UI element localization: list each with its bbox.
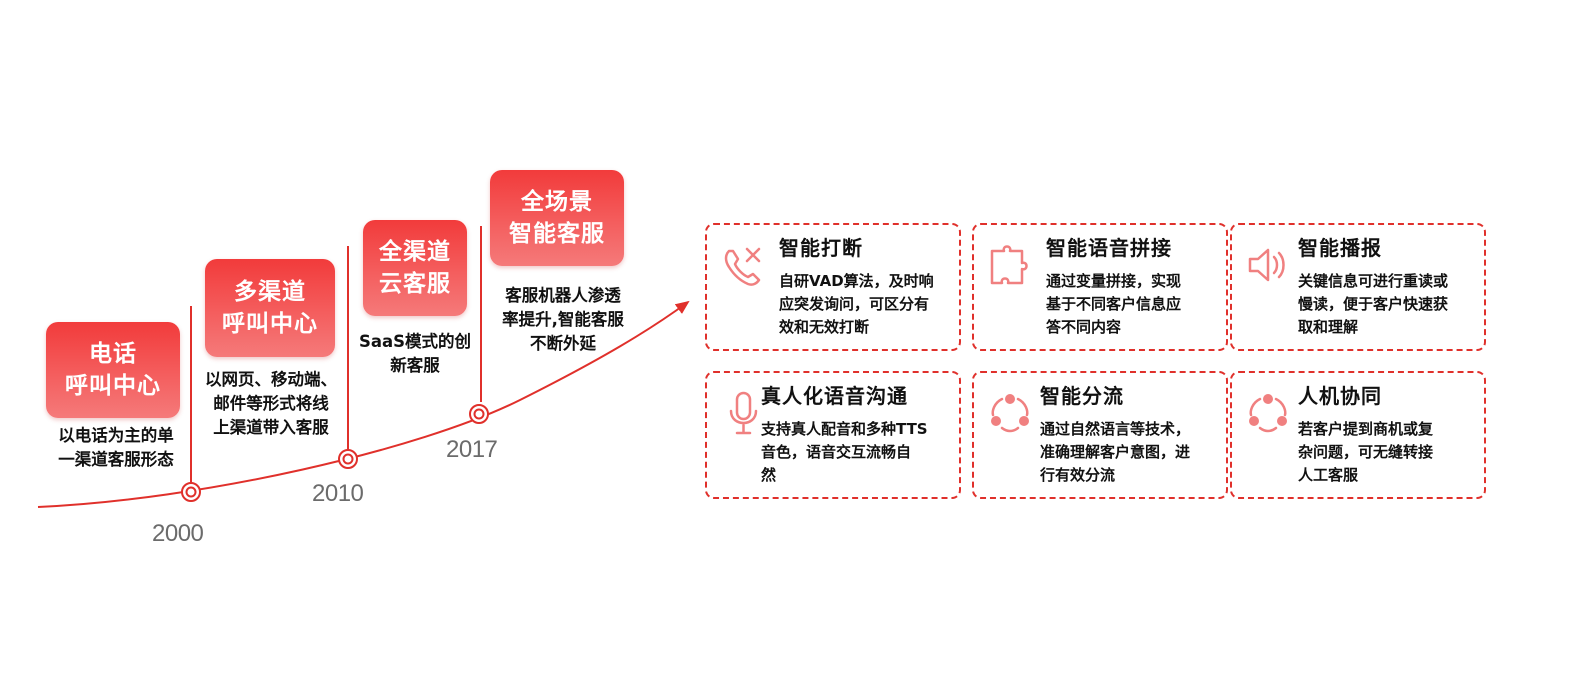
feature-desc-line: 慢读，便于客户快速获 bbox=[1298, 295, 1449, 313]
feature-title: 智能播报 bbox=[1298, 236, 1382, 260]
feature-title: 智能分流 bbox=[1040, 384, 1124, 408]
stage-desc-line: SaaS模式的创 bbox=[358, 332, 472, 351]
stage-desc-line: 新客服 bbox=[390, 356, 440, 375]
feature-card-smart-routing: 智能分流 通过自然语言等技术， 准确理解客户意图，进 行有效分流 bbox=[972, 371, 1228, 499]
stage-title-line: 电话 bbox=[89, 341, 137, 367]
feature-desc-line: 杂问题，可无缝转接 bbox=[1298, 443, 1434, 461]
feature-desc-line: 行有效分流 bbox=[1040, 466, 1116, 484]
share-icon bbox=[984, 385, 1036, 441]
timeline-curve bbox=[37, 300, 690, 508]
feature-card-human-machine: 人机协同 若客户提到商机或复 杂问题，可无缝转接 人工客服 bbox=[1230, 371, 1486, 499]
stage-desc-line: 率提升,智能客服 bbox=[502, 310, 624, 329]
feature-title: 智能语音拼接 bbox=[1046, 236, 1172, 260]
stage-badge-telephone: 电话 呼叫中心 bbox=[46, 322, 180, 418]
stage-title-line: 全场景 bbox=[521, 189, 593, 215]
stage-description: 以网页、移动端、 邮件等形式将线 上渠道带入客服 bbox=[196, 368, 346, 440]
feature-desc-line: 准确理解客户意图，进 bbox=[1040, 443, 1191, 461]
feature-card-human-voice: 真人化语音沟通 支持真人配音和多种TTS 音色，语音交互流畅自 然 bbox=[705, 371, 961, 499]
feature-card-smart-interrupt: 智能打断 自研VAD算法，及时响 应突发询问，可区分有 效和无效打断 bbox=[705, 223, 961, 351]
feature-desc-line: 应突发询问，可区分有 bbox=[779, 295, 930, 313]
stage-description: SaaS模式的创 新客服 bbox=[352, 330, 478, 378]
feature-description: 关键信息可进行重读或 慢读，便于客户快速获 取和理解 bbox=[1298, 270, 1448, 339]
stage-title-line: 多渠道 bbox=[234, 279, 306, 305]
stage-desc-line: 上渠道带入客服 bbox=[213, 418, 329, 437]
speaker-icon bbox=[1242, 237, 1294, 293]
puzzle-icon bbox=[984, 237, 1036, 293]
stage-title-line: 呼叫中心 bbox=[65, 373, 161, 399]
feature-title: 智能打断 bbox=[779, 236, 863, 260]
stage-title-line: 呼叫中心 bbox=[222, 311, 318, 337]
feature-desc-line: 效和无效打断 bbox=[779, 318, 870, 336]
milestone-marker bbox=[338, 449, 358, 469]
feature-card-smart-broadcast: 智能播报 关键信息可进行重读或 慢读，便于客户快速获 取和理解 bbox=[1230, 223, 1486, 351]
milestone-marker bbox=[181, 482, 201, 502]
feature-desc-line: 取和理解 bbox=[1298, 318, 1359, 336]
feature-title: 真人化语音沟通 bbox=[761, 384, 908, 408]
stage-desc-line: 一渠道客服形态 bbox=[58, 450, 174, 469]
stage-title-line: 全渠道 bbox=[379, 239, 451, 265]
feature-desc-line: 自研VAD算法，及时响 bbox=[779, 272, 934, 290]
feature-desc-line: 基于不同客户信息应 bbox=[1046, 295, 1182, 313]
feature-desc-line: 人工客服 bbox=[1298, 466, 1359, 484]
stage-description: 客服机器人渗透 率提升,智能客服 不断外延 bbox=[488, 284, 638, 356]
feature-desc-line: 通过自然语言等技术， bbox=[1040, 420, 1191, 438]
year-label: 2010 bbox=[312, 480, 364, 507]
feature-title: 人机协同 bbox=[1298, 384, 1382, 408]
year-label: 2000 bbox=[152, 520, 204, 547]
feature-description: 通过变量拼接，实现 基于不同客户信息应 答不同内容 bbox=[1046, 270, 1181, 339]
stage-badge-multichannel: 多渠道 呼叫中心 bbox=[205, 259, 335, 357]
feature-desc-line: 通过变量拼接，实现 bbox=[1046, 272, 1182, 290]
year-label: 2017 bbox=[446, 436, 498, 463]
stage-desc-line: 以网页、移动端、 bbox=[205, 370, 337, 389]
feature-description: 支持真人配音和多种TTS 音色，语音交互流畅自 然 bbox=[761, 418, 928, 487]
feature-desc-line: 若客户提到商机或复 bbox=[1298, 420, 1434, 438]
share-icon bbox=[1242, 385, 1294, 441]
milestone-marker bbox=[469, 404, 489, 424]
stage-desc-line: 邮件等形式将线 bbox=[213, 394, 329, 413]
microphone-icon bbox=[717, 385, 769, 441]
stage-desc-line: 客服机器人渗透 bbox=[505, 286, 621, 305]
feature-desc-line: 答不同内容 bbox=[1046, 318, 1122, 336]
feature-description: 自研VAD算法，及时响 应突发询问，可区分有 效和无效打断 bbox=[779, 270, 934, 339]
stage-description: 以电话为主的单 一渠道客服形态 bbox=[36, 424, 196, 472]
phone-cancel-icon bbox=[717, 237, 769, 293]
stage-desc-line: 不断外延 bbox=[530, 334, 596, 353]
stage-title-line: 云客服 bbox=[379, 271, 451, 297]
feature-description: 若客户提到商机或复 杂问题，可无缝转接 人工客服 bbox=[1298, 418, 1433, 487]
feature-description: 通过自然语言等技术， 准确理解客户意图，进 行有效分流 bbox=[1040, 418, 1190, 487]
stage-desc-line: 以电话为主的单 bbox=[58, 426, 174, 445]
feature-desc-line: 关键信息可进行重读或 bbox=[1298, 272, 1449, 290]
feature-card-voice-splicing: 智能语音拼接 通过变量拼接，实现 基于不同客户信息应 答不同内容 bbox=[972, 223, 1228, 351]
feature-desc-line: 然 bbox=[761, 466, 777, 484]
stage-badge-fullscene: 全场景 智能客服 bbox=[490, 170, 624, 266]
stage-badge-omnichannel: 全渠道 云客服 bbox=[363, 220, 467, 316]
stage-title-line: 智能客服 bbox=[509, 221, 605, 247]
feature-desc-line: 音色，语音交互流畅自 bbox=[761, 443, 912, 461]
feature-desc-line: 支持真人配音和多种TTS bbox=[761, 420, 928, 438]
